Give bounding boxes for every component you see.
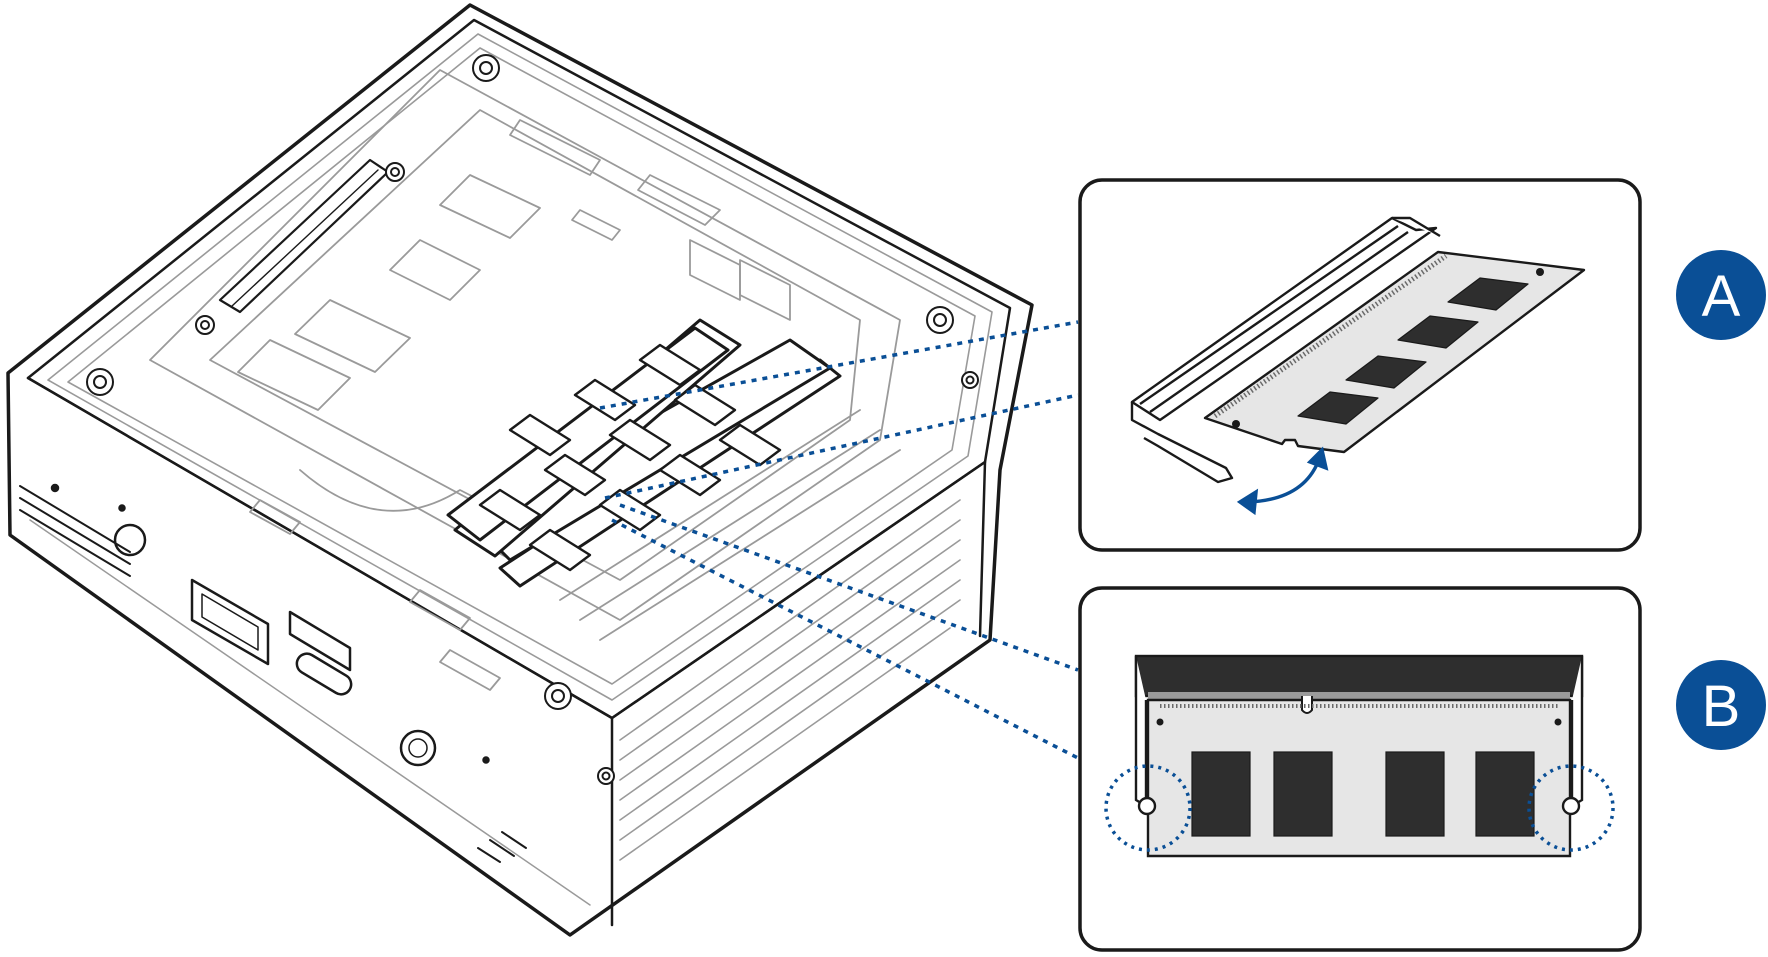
module-gold-edge [1213, 253, 1448, 419]
pin-left [1156, 718, 1164, 726]
bracket-2 [637, 174, 721, 226]
chip-a-1 [1297, 391, 1379, 425]
callout-line-b1 [619, 503, 1079, 672]
port-slot-3 [439, 649, 501, 691]
m2-slot [218, 158, 390, 314]
chassis-bottom-edge-inner [29, 519, 591, 906]
callout-lines [599, 320, 1079, 760]
arrow-arc [1247, 461, 1320, 504]
badge-a-label: A [1702, 264, 1741, 329]
slot-rail-2 [1149, 231, 1409, 413]
port-slot-1 [249, 499, 301, 535]
ssd-chip-4 [237, 339, 351, 411]
power-button [399, 729, 437, 767]
mini-pc-chassis [6, 3, 1034, 937]
usb-port-large-inner [201, 593, 259, 651]
panel-b [1078, 586, 1642, 952]
front-stripe [19, 485, 131, 577]
screw-side-2 [597, 767, 615, 785]
chip-a-4 [1447, 277, 1529, 311]
chassis-rim-inner-1 [47, 33, 993, 701]
screw-front [544, 682, 572, 710]
installed-memory-modules [446, 318, 842, 588]
ssd-chip-3 [294, 299, 411, 373]
badge-a: A [1676, 250, 1766, 340]
front-dot-2 [118, 504, 126, 512]
panel-b-chips [1191, 751, 1535, 837]
chip-b-4 [1475, 751, 1535, 837]
panel-b-module [1137, 696, 1581, 858]
slot-top-bar [1134, 654, 1584, 698]
chassis-rim-inner-2 [67, 47, 976, 685]
dotted-circle-icon [1104, 764, 1615, 852]
rail-2 [579, 429, 881, 621]
callout-line-a2 [604, 393, 1079, 500]
badge-a-circle [1676, 250, 1766, 340]
slot-latch-right [1392, 216, 1441, 238]
port-slot-2 [409, 589, 471, 631]
chip-a-2 [1345, 355, 1427, 389]
arrow-head-bottom [1236, 488, 1259, 516]
audio-jack [113, 523, 147, 557]
bracket-3 [571, 209, 621, 241]
badge-b-label: B [1702, 674, 1741, 739]
side-vents [619, 499, 961, 861]
usb-c-port [295, 652, 353, 696]
screw-m2-top [385, 162, 405, 182]
screw-right [926, 306, 954, 334]
panel-a [1078, 178, 1642, 552]
curved-double-arrow-icon [1236, 446, 1329, 516]
chassis-front-right-face [610, 460, 987, 720]
arrow-head-top [1306, 446, 1329, 471]
panel-b-slot [1134, 654, 1584, 809]
latch-highlight-right [1527, 764, 1615, 852]
bracket-1 [509, 119, 601, 176]
screw-left [86, 368, 114, 396]
screw-side-1 [961, 371, 979, 389]
interior-board [149, 69, 901, 691]
module-hole-left [1232, 420, 1240, 428]
screws [86, 54, 979, 785]
badge-b-circle [1676, 660, 1766, 750]
chip-b-1 [1191, 751, 1251, 837]
module-hole-right [1536, 268, 1544, 276]
chip-a-3 [1397, 315, 1479, 349]
usb-port-large [190, 578, 270, 666]
connector-block-2 [689, 239, 741, 301]
callout-line-a1 [599, 320, 1079, 410]
slot-latch-left [1130, 402, 1234, 484]
power-led [408, 738, 428, 758]
ssd-chip-2 [389, 239, 481, 301]
panel-a-module [1203, 250, 1586, 454]
panel-a-chips [1297, 277, 1529, 425]
slot-ledge [1148, 692, 1570, 700]
panel-a-slot [1130, 216, 1441, 484]
front-ports [50, 483, 527, 863]
ssd-chip-1 [439, 174, 541, 239]
usb-port-small [288, 610, 352, 672]
front-dot-3 [482, 756, 490, 764]
badge-b: B [1676, 660, 1766, 750]
front-dot-1 [50, 483, 60, 493]
chip-b-3 [1385, 751, 1445, 837]
pin-right [1554, 718, 1562, 726]
asus-logo-mark [477, 831, 527, 863]
inner-tray [209, 109, 861, 581]
chip-b-2 [1273, 751, 1333, 837]
rail-1 [559, 409, 861, 601]
module-notch [1301, 696, 1313, 714]
board-outline [149, 69, 901, 621]
clip-right [1561, 796, 1581, 816]
latch-highlight-left [1104, 764, 1192, 852]
rail-3 [599, 449, 901, 641]
clip-left [1137, 796, 1157, 816]
screw-m2 [195, 315, 215, 335]
m2-slot-inner [231, 169, 379, 307]
screw-top [472, 54, 500, 82]
slot-rail-1 [1139, 225, 1399, 405]
module-chips [478, 343, 782, 572]
